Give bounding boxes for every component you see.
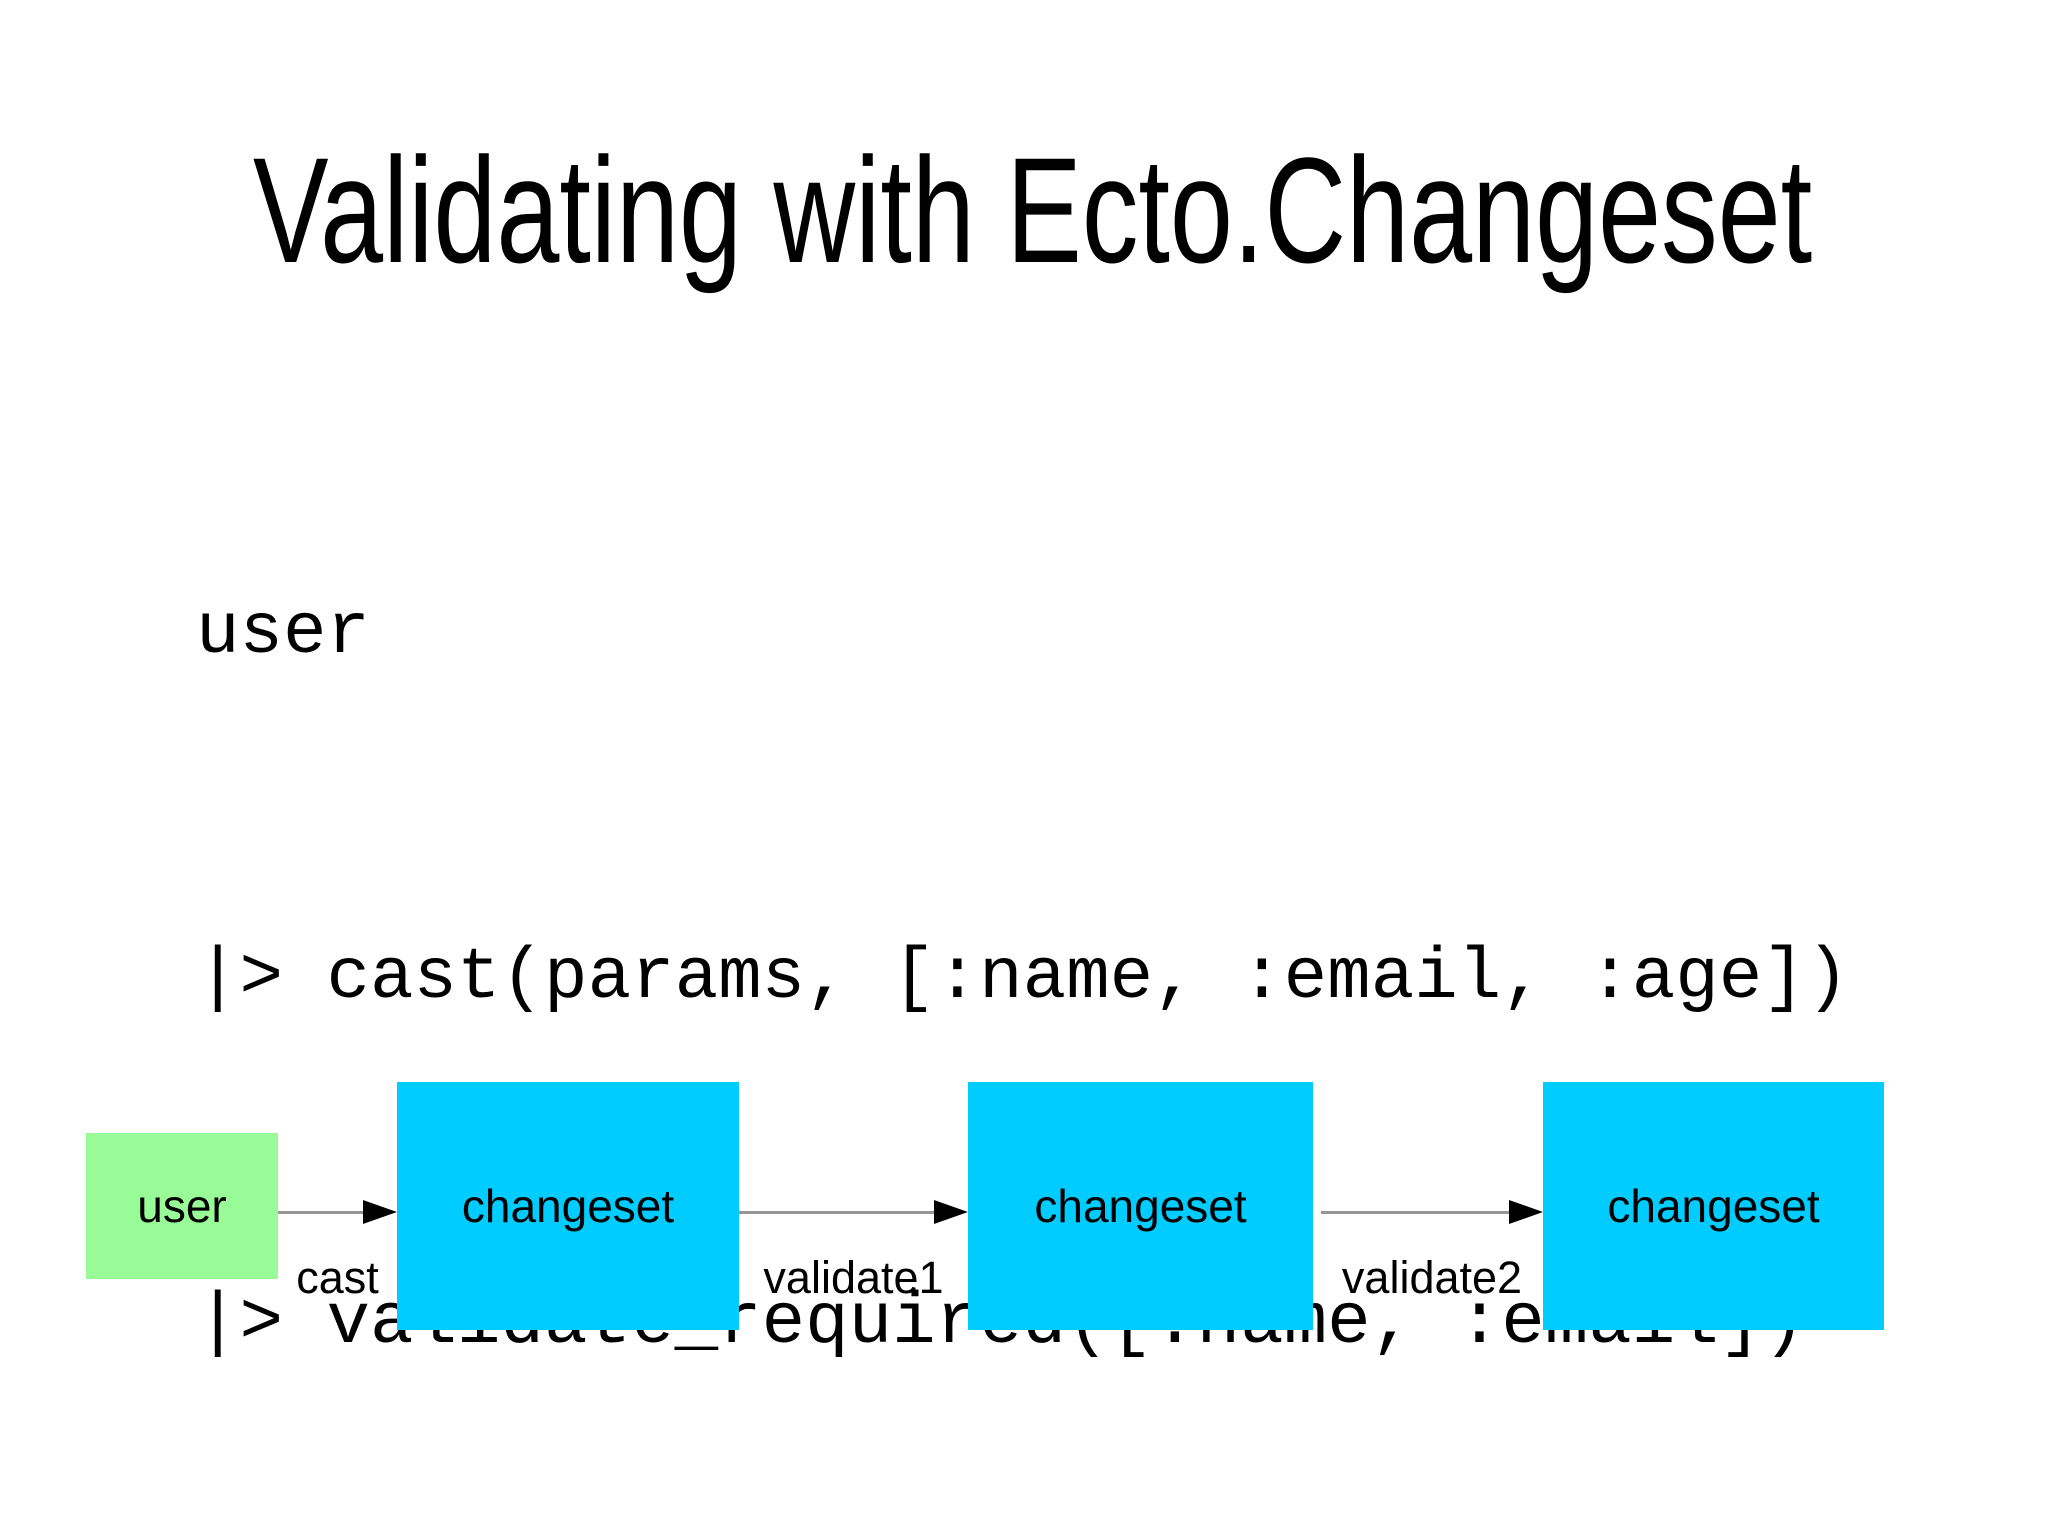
arrow-line-validate1	[739, 1211, 935, 1214]
edge-label-validate1: validate1	[763, 1252, 944, 1303]
diagram-node-changeset-1-label: changeset	[461, 1180, 675, 1232]
arrow-head-icon	[934, 1200, 968, 1224]
code-line-cast: |> cast(params, [:name, :email, :age])	[196, 937, 1850, 1019]
code-line-user: user	[196, 592, 371, 674]
arrow-head-icon	[363, 1200, 397, 1224]
arrow-line-cast	[278, 1211, 364, 1214]
arrow-line-validate2	[1321, 1211, 1510, 1214]
edge-label-cast: cast	[296, 1252, 379, 1303]
arrow-head-icon	[1509, 1200, 1543, 1224]
slide-title-text: Validating with Ecto.Changeset	[252, 126, 1813, 294]
slide-title: Validating with Ecto.Changeset	[0, 135, 2048, 285]
code-block: user |> cast(params, [:name, :email, :ag…	[196, 346, 1849, 1535]
diagram-node-changeset-1: changeset	[397, 1082, 739, 1330]
diagram-node-user: user	[86, 1133, 278, 1279]
diagram-node-changeset-2: changeset	[968, 1082, 1313, 1330]
diagram-node-changeset-3: changeset	[1543, 1082, 1884, 1330]
diagram-node-user-label: user	[137, 1180, 227, 1232]
edge-label-validate2: validate2	[1341, 1252, 1523, 1303]
diagram-node-changeset-2-label: changeset	[1034, 1180, 1247, 1232]
diagram-node-changeset-3-label: changeset	[1607, 1180, 1820, 1232]
